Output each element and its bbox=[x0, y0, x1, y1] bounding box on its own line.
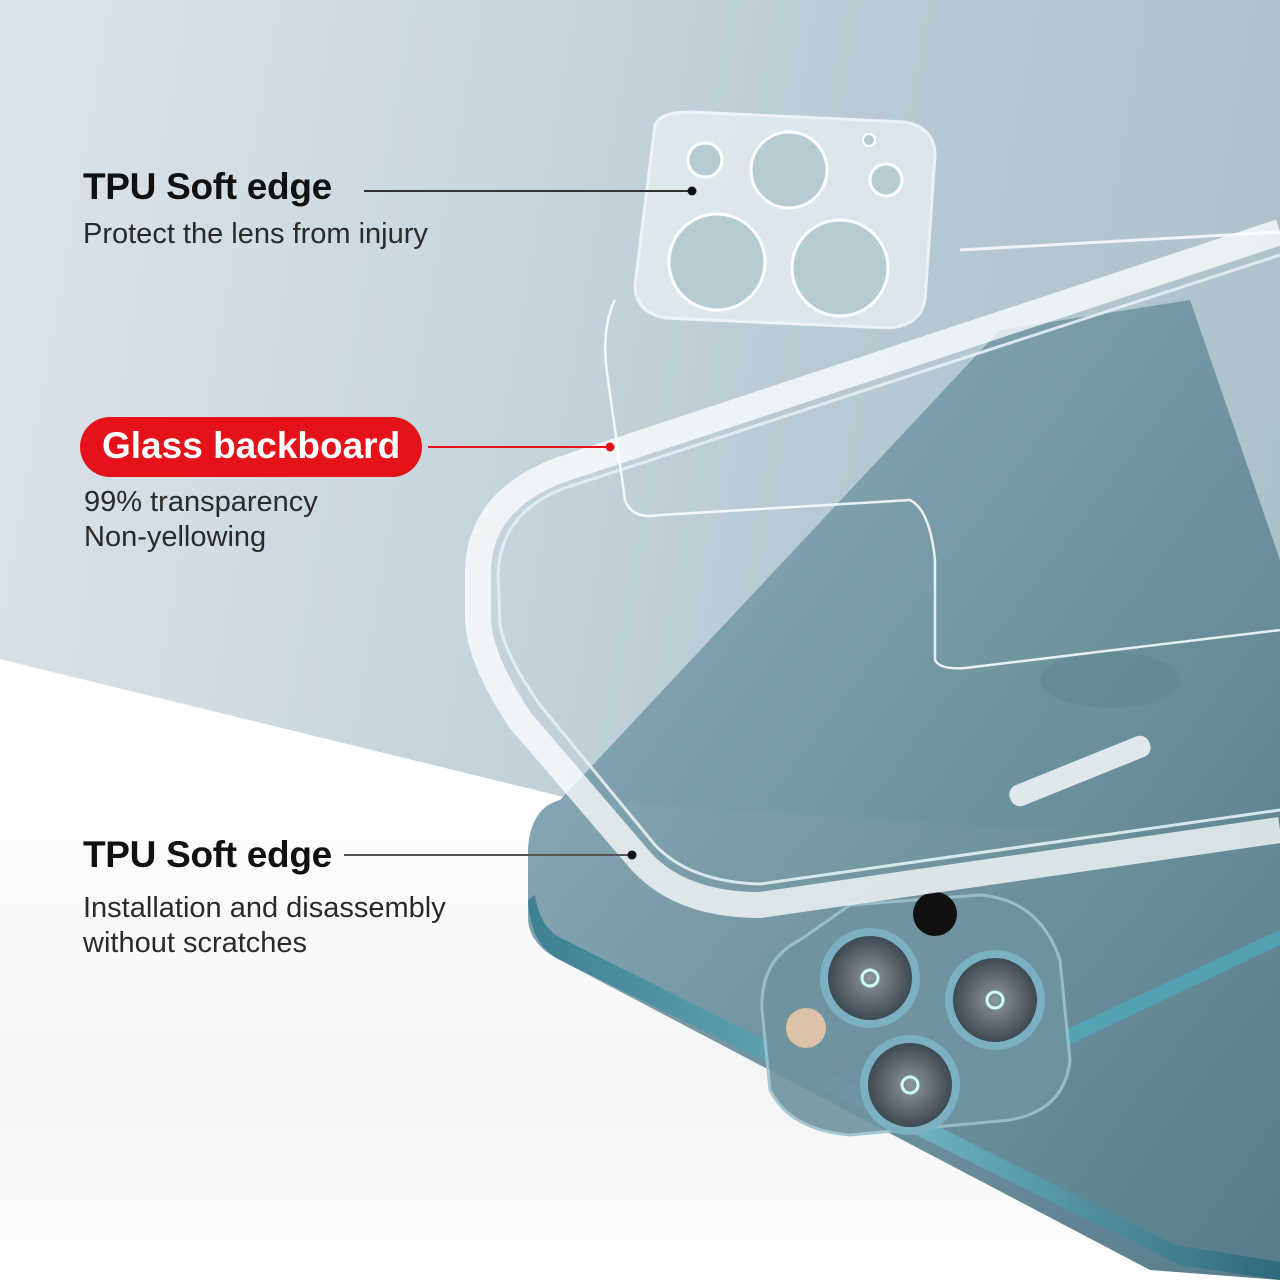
callout-lens-protection: TPU Soft edge Protect the lens from inju… bbox=[83, 168, 428, 252]
callout-title: TPU Soft edge bbox=[83, 166, 332, 207]
callout-glass-backboard: Glass backboard 99% transparency Non-yel… bbox=[80, 417, 423, 555]
flash bbox=[786, 1008, 826, 1048]
callout-pointer-dot bbox=[627, 850, 637, 860]
callout-pointer-dot bbox=[687, 186, 697, 196]
glass-backboard-outline bbox=[604, 299, 1280, 670]
camera-lens-3 bbox=[860, 1035, 960, 1135]
callout-leader-line bbox=[428, 446, 610, 448]
callout-soft-edge: TPU Soft edge Installation and disassemb… bbox=[83, 836, 446, 961]
clear-case bbox=[465, 219, 1280, 918]
callout-leader-line bbox=[364, 190, 692, 192]
callout-description-line-1: Installation and disassembly bbox=[83, 892, 446, 924]
phone-body bbox=[528, 300, 1280, 1280]
callout-description-line-2: Non-yellowing bbox=[84, 521, 267, 553]
camera-lens-1 bbox=[820, 928, 920, 1028]
lens-protector bbox=[633, 110, 937, 330]
callout-description-line-1: 99% transparency bbox=[84, 486, 318, 518]
callout-title-badge: Glass backboard bbox=[80, 417, 423, 477]
callout-leader-line bbox=[344, 854, 632, 856]
callout-description: Protect the lens from injury bbox=[83, 218, 428, 250]
camera-lens-2 bbox=[945, 950, 1045, 1050]
camera-module bbox=[760, 892, 1072, 1137]
callout-description-line-2: without scratches bbox=[83, 927, 308, 959]
callout-title: TPU Soft edge bbox=[83, 834, 332, 875]
callout-pointer-dot bbox=[605, 442, 615, 452]
